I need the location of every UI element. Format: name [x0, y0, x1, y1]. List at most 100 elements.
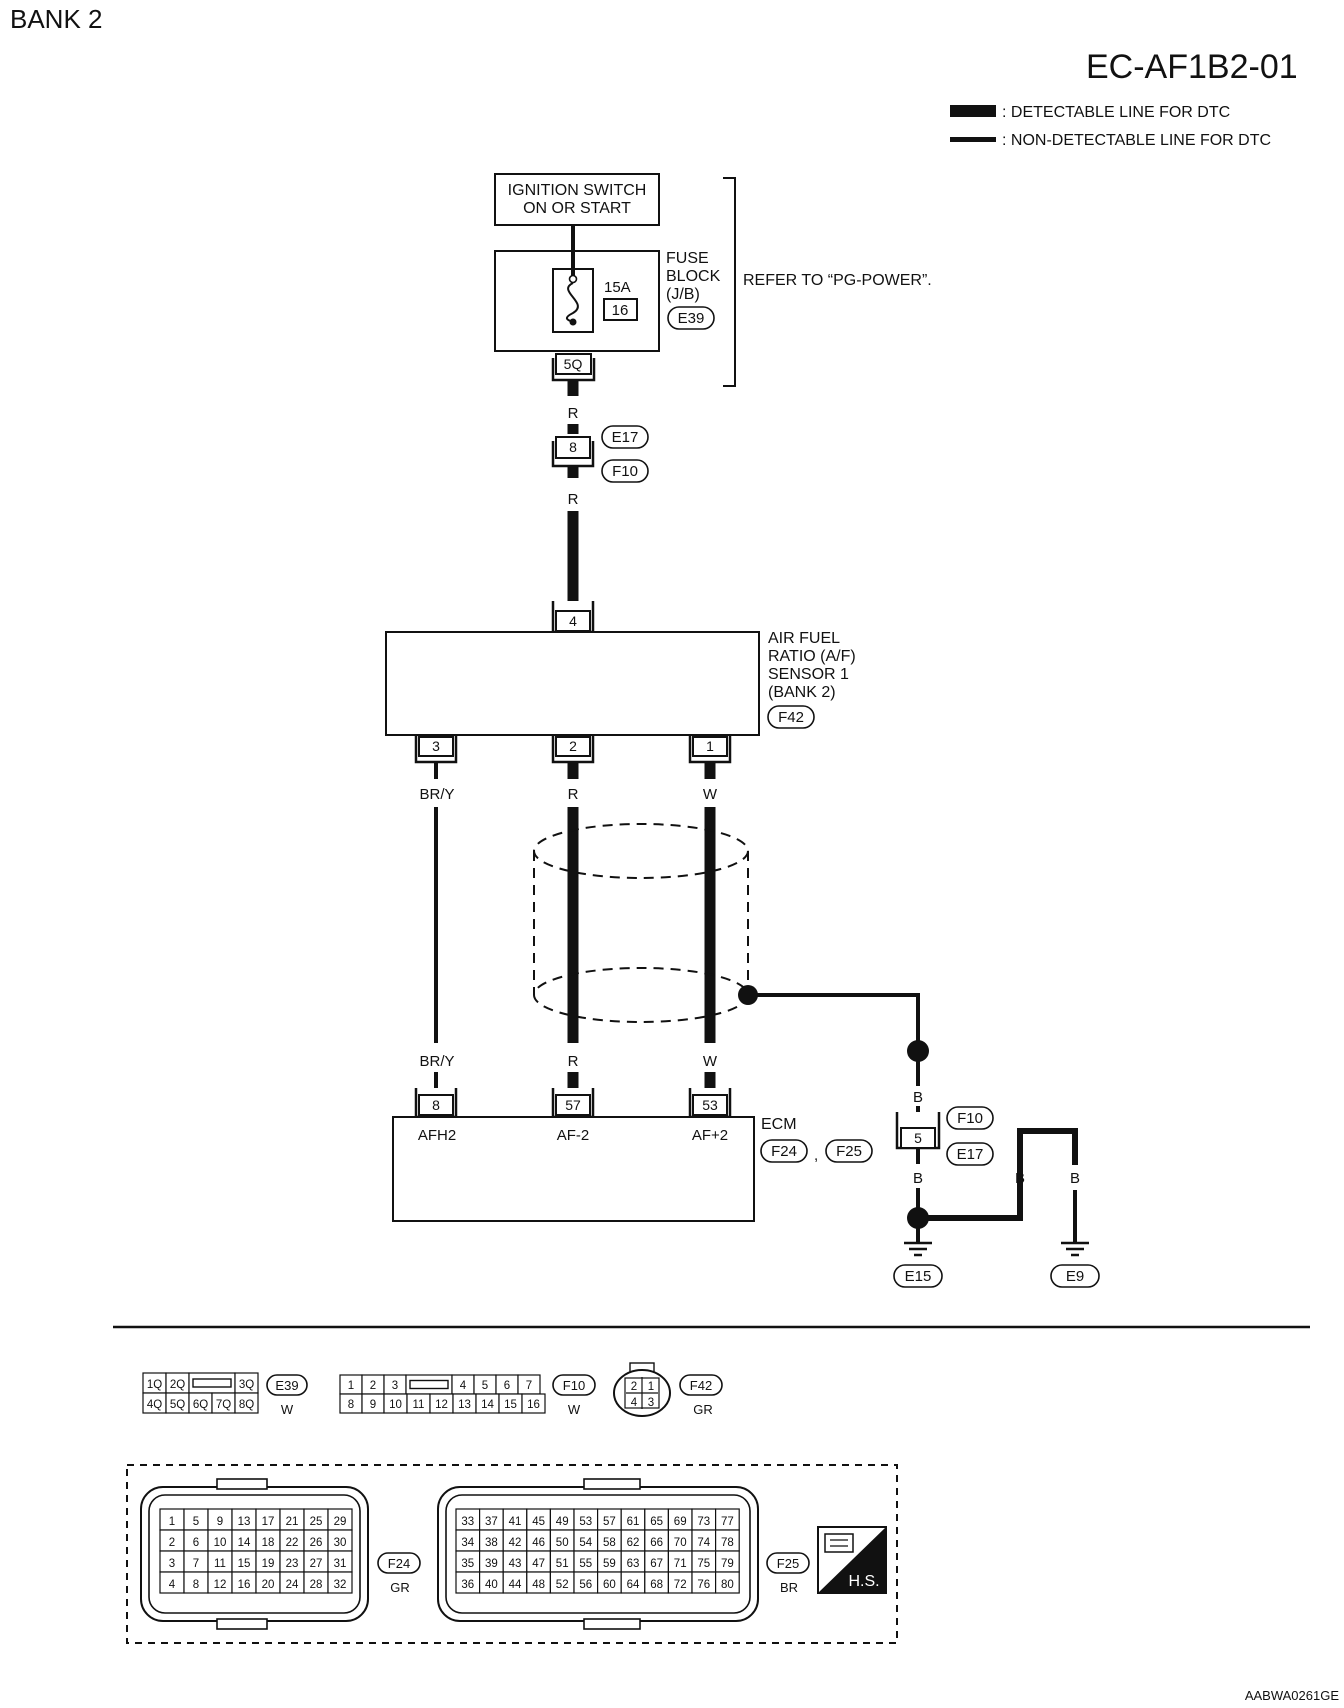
f24-pin: 29 [334, 1516, 347, 1528]
hs-connector-icon [824, 1533, 854, 1553]
e39-pin: 3Q [239, 1379, 254, 1391]
ignition-line2: ON OR START [523, 200, 631, 217]
f25-pin: 73 [697, 1516, 710, 1528]
f24-pin: 21 [286, 1516, 299, 1528]
f25-pin: 78 [721, 1537, 734, 1549]
e39-pin: 2Q [170, 1379, 185, 1391]
ecm-signal-af-minus: AF-2 [557, 1127, 590, 1144]
view-tag-f10 [552, 1374, 596, 1396]
f25-pin: 41 [509, 1516, 522, 1528]
conn-tag-f25-text: F25 [836, 1143, 862, 1160]
f25-pin: 70 [674, 1537, 687, 1549]
ecm-signal-afh2: AFH2 [418, 1127, 456, 1144]
view-tag-f25 [766, 1552, 810, 1574]
f10-pin: 10 [389, 1399, 402, 1411]
sensor-pin1-box [692, 736, 728, 757]
f25-pin: 60 [603, 1579, 616, 1591]
f24-pin: 30 [334, 1537, 347, 1549]
f10-cell [521, 1393, 546, 1414]
wire-ground-branch [918, 1128, 1078, 1221]
f25-pin: 35 [461, 1558, 474, 1570]
fuse-block-line2: BLOCK [666, 268, 721, 285]
sensor-line2: RATIO (A/F) [768, 648, 856, 665]
f25-pin: 38 [485, 1537, 498, 1549]
af-sensor-box [385, 631, 760, 736]
fuse-block-line1: FUSE [666, 250, 709, 267]
f24-pin: 7 [193, 1558, 199, 1570]
e39-pin: 7Q [216, 1399, 231, 1411]
e39-pin: 8Q [239, 1399, 254, 1411]
wire-label-w-top: W [703, 786, 718, 803]
ignition-switch-box [494, 173, 660, 226]
ecm-pin8: 8 [432, 1097, 440, 1113]
wire-label-r2: R [568, 491, 579, 508]
view-tag-f25-text: F25 [777, 1556, 799, 1571]
f25-pin: 55 [579, 1558, 592, 1570]
f10-pin: 5 [482, 1380, 488, 1392]
f25-pin: 66 [650, 1537, 663, 1549]
footer-code: AABWA0261GE [1245, 1688, 1340, 1703]
f25-pin: 65 [650, 1516, 663, 1528]
refer-bracket [723, 177, 736, 387]
f25-pin: 45 [532, 1516, 545, 1528]
f10-pin: 14 [481, 1399, 494, 1411]
f25-pin: 50 [556, 1537, 569, 1549]
f10-pin: 3 [392, 1380, 398, 1392]
e39-key [192, 1378, 232, 1388]
ground-symbol-e15 [904, 1241, 932, 1257]
sensor-line3: SENSOR 1 [768, 666, 849, 683]
conn-tag-f42-text: F42 [778, 709, 804, 726]
f25-pin: 47 [532, 1558, 545, 1570]
f25-pin: 68 [650, 1579, 663, 1591]
shield-drain-wire [748, 993, 920, 1050]
conn-tag-e39 [667, 306, 715, 330]
f25-pin: 74 [697, 1537, 710, 1549]
ground-tag-e9-text: E9 [1066, 1268, 1084, 1285]
f25-pin: 37 [485, 1516, 498, 1528]
f24-pin: 26 [310, 1537, 323, 1549]
f24-pin: 25 [310, 1516, 323, 1528]
ground-symbol-e9 [1061, 1241, 1089, 1257]
f25-pin: 42 [509, 1537, 522, 1549]
terminal-5q: 5Q [564, 356, 583, 372]
f24-pin: 24 [286, 1579, 299, 1591]
conn-tag-f10-top-text: F10 [612, 463, 638, 480]
f24-pin: 18 [262, 1537, 275, 1549]
legend-thin-line [950, 137, 996, 142]
f25-pin: 67 [650, 1558, 663, 1570]
f24-pin: 20 [262, 1579, 275, 1591]
wire-label-b4: B [1070, 1170, 1080, 1187]
conn-tag-e17-top [601, 425, 649, 449]
f24-pin: 8 [193, 1579, 199, 1591]
f10-pin: 12 [435, 1399, 448, 1411]
ground-tag-e15 [893, 1264, 943, 1288]
f24-pin: 27 [310, 1558, 323, 1570]
terminal-5q-box [555, 353, 592, 375]
view-color-f24: GR [390, 1580, 410, 1595]
f25-pin: 62 [627, 1537, 640, 1549]
f25-pin: 61 [627, 1516, 640, 1528]
f10-pin: 11 [413, 1399, 425, 1411]
shield-top-ellipse [533, 823, 749, 879]
f24-pin: 11 [214, 1558, 226, 1570]
f25-pin: 76 [697, 1579, 710, 1591]
sensor-line1: AIR FUEL [768, 630, 840, 647]
hs-label: H.S. [848, 1573, 879, 1590]
conn-tag-e17-top-text: E17 [612, 429, 639, 446]
f25-pin: 39 [485, 1558, 498, 1570]
f24-pin: 9 [217, 1516, 223, 1528]
view-tag-f10-text: F10 [563, 1378, 585, 1393]
f25-pin: 46 [532, 1537, 545, 1549]
ground-tag-e9 [1050, 1264, 1100, 1288]
sensor-pin3: 3 [432, 738, 440, 754]
f24-pin: 28 [310, 1579, 323, 1591]
f25-pin: 72 [674, 1579, 687, 1591]
view-color-f25: BR [780, 1580, 798, 1595]
f42-pin: 1 [648, 1381, 654, 1393]
f24-pin: 32 [334, 1579, 347, 1591]
